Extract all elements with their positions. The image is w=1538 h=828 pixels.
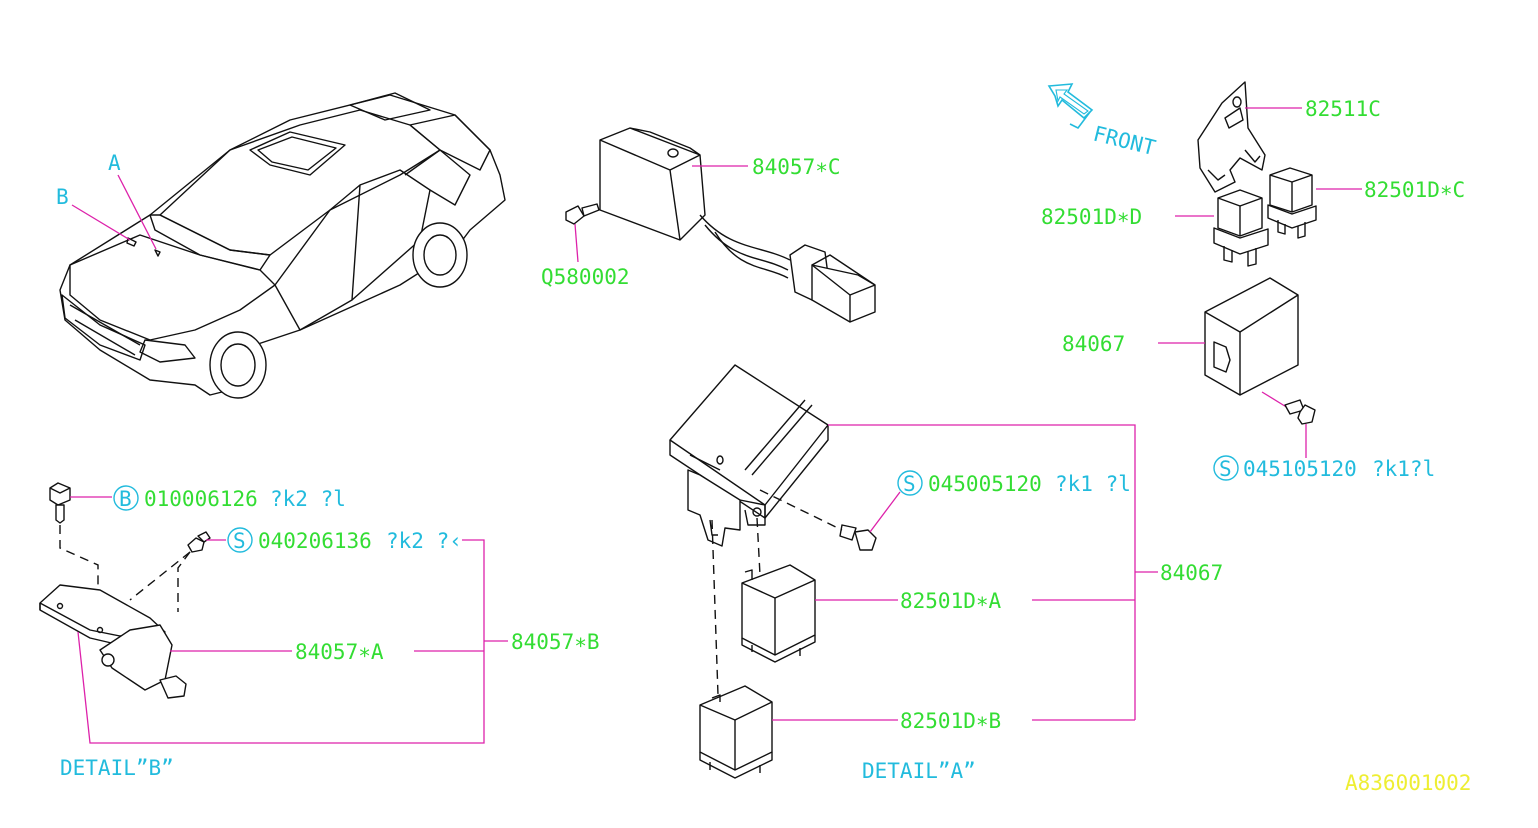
dash-screw-a: [759, 489, 843, 531]
symbol-s-045005120: [897, 470, 923, 496]
front-label: FRONT: [1091, 122, 1158, 161]
symbol-s-040206136: [227, 527, 253, 553]
label-84057a: 84057∗A: [295, 640, 384, 664]
dash-screw-b1: [177, 551, 191, 612]
relay-82501db-drawing: [699, 685, 773, 779]
leader-045005120: [869, 491, 901, 533]
symbol-s-045105120: [1213, 455, 1239, 481]
symbol-s-text-2: S: [903, 472, 916, 496]
label-q580002: Q580002: [541, 265, 630, 289]
leader-q580002: [574, 223, 579, 263]
dash-screw-b2: [129, 551, 191, 601]
label-045005120-suffix: ?k1 ?l: [1055, 472, 1131, 496]
label-82511c: 82511C: [1305, 97, 1381, 121]
drawing-id: A836001002: [1345, 771, 1471, 795]
symbol-s-text-1: S: [1219, 457, 1232, 481]
label-82501da: 82501D∗A: [900, 589, 1002, 613]
label-040206136: 040206136: [258, 529, 372, 553]
label-045005120: 045005120: [928, 472, 1042, 496]
symbol-s-text-3: S: [233, 529, 246, 553]
label-84057b: 84057∗B: [511, 630, 600, 654]
car-label-a: A: [108, 151, 121, 175]
relay-82501dc-drawing: [1267, 167, 1317, 239]
detail-b-label: DETAIL”B”: [60, 756, 174, 780]
symbol-b-text: B: [119, 487, 132, 511]
label-010006126-suffix: ?k2 ?l: [270, 487, 346, 511]
label-82501dd: 82501D∗D: [1041, 205, 1142, 229]
dash-relay-a: [756, 517, 761, 576]
screw-040206136-drawing: [187, 531, 211, 553]
leader-screw-top: [1261, 391, 1289, 409]
dash-relay-b: [711, 519, 719, 696]
leader-84057b-bracket: [77, 539, 485, 744]
leader-84067-detail-bracket: [828, 424, 1136, 720]
detail-a-label: DETAIL”A”: [862, 759, 976, 783]
bolt-010006126-drawing: [49, 482, 71, 524]
label-010006126: 010006126: [144, 487, 258, 511]
relay-82501da-drawing: [741, 564, 816, 663]
label-82501db: 82501D∗B: [900, 709, 1001, 733]
symbol-b-010006126: [113, 485, 139, 511]
front-arrow: [1047, 83, 1094, 130]
leader-b: [71, 204, 131, 241]
screw-045005120-drawing: [839, 524, 877, 551]
module-84057c-drawing: [599, 127, 876, 323]
module-84067-detail-drawing: [669, 364, 829, 547]
bracket-82511c-drawing: [1197, 81, 1266, 193]
label-84067-detail: 84067: [1160, 561, 1223, 585]
label-84057c: 84057∗C: [752, 155, 841, 179]
leader-a: [117, 174, 157, 250]
car-label-b: B: [56, 185, 69, 209]
screw-q580002: [565, 203, 600, 225]
module-84057a-drawing: [39, 584, 187, 699]
label-045105120: 045105120: [1243, 457, 1357, 481]
label-040206136-suffix: ?k2 ?‹: [386, 529, 462, 553]
screw-045105120-drawing: [1284, 399, 1316, 425]
label-045105120-suffix: ?k1?l: [1372, 457, 1435, 481]
label-84067-top: 84067: [1062, 332, 1125, 356]
module-84067-top-drawing: [1204, 277, 1299, 396]
label-82501dc: 82501D∗C: [1364, 178, 1465, 202]
car-illustration: [59, 92, 506, 399]
relay-82501dd-drawing: [1213, 189, 1269, 267]
